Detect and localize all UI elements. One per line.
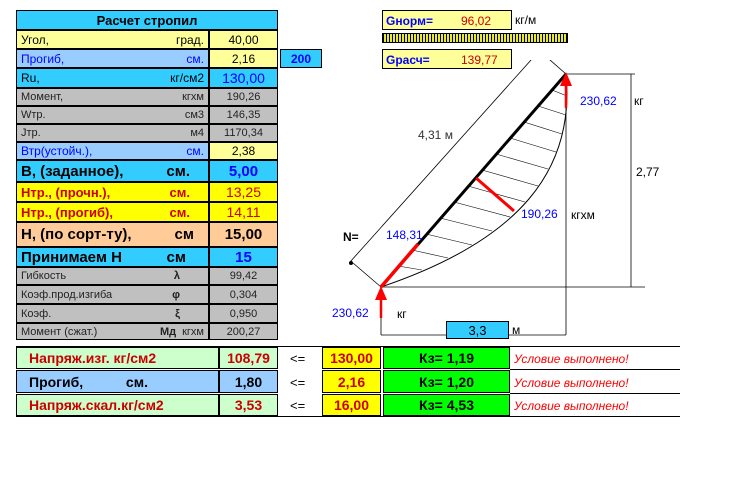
stress-bend-label: Напряж.изг. кг/см2	[16, 347, 219, 369]
results-bottom-line	[16, 416, 680, 417]
xi-value: 0,950	[209, 304, 278, 323]
deflection-res-op: <=	[290, 375, 306, 390]
top-force-unit: кг	[634, 94, 644, 108]
h-strength-value: 13,25	[209, 182, 278, 202]
moment-value: 190,26	[209, 88, 278, 106]
ru-label: Ru,кг/см2	[16, 68, 209, 88]
h-sort-label: Н, (по сорт-ту),см	[16, 222, 209, 247]
deflection-res-limit: 2,16	[322, 370, 381, 393]
jtr-label: Jтр.м4	[16, 124, 209, 142]
stress-bend-value: 108,79	[219, 347, 278, 369]
phi-value: 0,304	[209, 285, 278, 304]
xi-label: Коэф.ξ	[16, 304, 209, 323]
moment-marker	[475, 176, 515, 213]
n-label: N=	[343, 230, 359, 244]
height-label: 2,77	[636, 165, 660, 179]
results-top-line	[16, 346, 680, 347]
dim-dot-bottom	[349, 261, 353, 265]
deflection-res-value: 1,80	[219, 370, 278, 393]
wtr-label: Wтр.см3	[16, 106, 209, 124]
results-line-2	[510, 393, 680, 394]
stress-shear-label: Напряж.скал.кг/см2	[16, 394, 219, 416]
ru-value[interactable]: 130,00	[209, 68, 278, 88]
compression-segment	[379, 242, 420, 289]
bottom-force-unit: кг	[397, 307, 407, 321]
deflection-res-k: Кз= 1,20	[383, 370, 510, 393]
stress-shear-value: 3,53	[219, 394, 278, 416]
deflection-label: Прогиб,см.	[16, 49, 209, 68]
deflection-value[interactable]: 2,16	[209, 49, 278, 68]
stress-bend-status: Условие выполнено!	[514, 352, 629, 366]
stress-bend-limit: 130,00	[322, 347, 381, 369]
gnorm-unit: кг/м	[515, 13, 537, 27]
angle-label: Угол,град.	[16, 30, 209, 49]
bottom-force-value: 230,62	[332, 306, 369, 320]
moment-comp-value: 200,27	[209, 323, 278, 340]
rafter-diagram	[349, 60, 645, 336]
flex-value: 99,42	[209, 267, 278, 285]
vtr-label: Втр(устойч.),см.	[16, 142, 209, 160]
deflection-res-label: Прогиб, см.	[16, 370, 219, 393]
moment-diagram-value: 190,26	[521, 207, 558, 221]
h-deflect-label: Нтр., (прогиб),см.	[16, 202, 209, 222]
vtr-value: 2,38	[209, 142, 278, 160]
b-value[interactable]: 5,00	[209, 160, 278, 182]
top-force-value: 230,62	[580, 94, 617, 108]
stress-bend-op: <=	[290, 351, 306, 366]
rafter-length-label: 4,31 м	[418, 128, 453, 142]
h-strength-label: Нтр., (прочн.),см.	[16, 182, 209, 202]
h-deflect-value: 14,11	[209, 202, 278, 222]
h-accept-value: 15	[209, 247, 278, 267]
sheet-title: Расчет стропил	[16, 10, 278, 30]
n-value: 148,31	[386, 228, 423, 242]
gnorm-box: Gнорм= 96,02	[382, 10, 512, 30]
h-sort-value[interactable]: 15,00	[209, 222, 278, 247]
span-value[interactable]: 3,3	[446, 321, 509, 339]
gcalc-box: Gрасч= 139,77	[382, 49, 512, 69]
stress-shear-status: Условие выполнено!	[514, 399, 629, 413]
deflection-res-status: Условие выполнено!	[514, 376, 629, 390]
stress-shear-op: <=	[290, 398, 306, 413]
span-unit: м	[512, 323, 521, 337]
moment-label: Момент,кгхм	[16, 88, 209, 106]
results-line-1	[510, 369, 680, 370]
b-label: В, (заданное),см.	[16, 160, 209, 182]
angle-value[interactable]: 40,00	[209, 30, 278, 49]
stress-shear-k: Кз= 4,53	[383, 394, 510, 416]
deflection-ratio[interactable]: 200	[280, 49, 322, 68]
moment-diagram-unit: кгхм	[571, 208, 595, 222]
wtr-value: 146,35	[209, 106, 278, 124]
jtr-value: 1170,34	[209, 124, 278, 142]
load-bar	[382, 33, 568, 43]
stress-bend-k: Кз= 1,19	[383, 347, 510, 369]
stress-shear-limit: 16,00	[322, 394, 381, 416]
